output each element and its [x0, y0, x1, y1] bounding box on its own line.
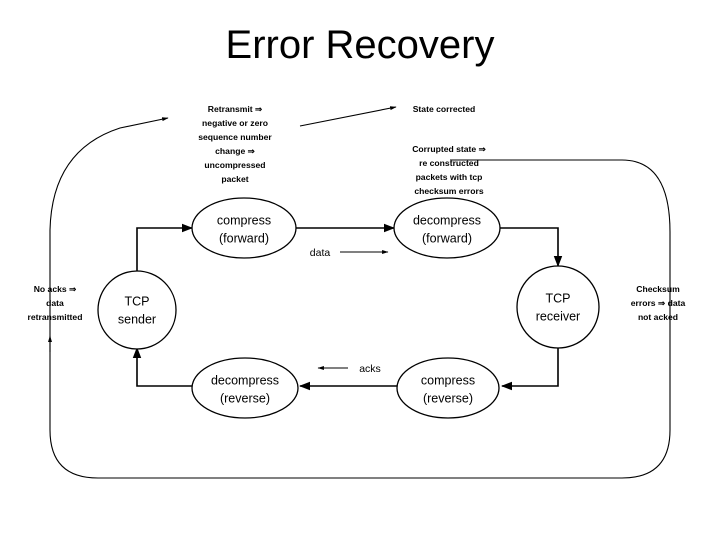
annotation-retransmit-line-5: packet [221, 174, 248, 184]
page-title: Error Recovery [225, 23, 495, 67]
compress-forward-ellipse [191, 197, 297, 259]
node-compress-forward[interactable]: compress (forward) [191, 197, 297, 259]
decompress-forward-label-line2: (forward) [422, 231, 472, 245]
decompress-reverse-ellipse [191, 357, 299, 419]
decompress-reverse-label-line2: (reverse) [220, 391, 270, 405]
annotation-retransmit-line-4: uncompressed [204, 160, 265, 170]
annotation-retransmit-line-2: sequence number [198, 132, 272, 142]
edge-label-data: data [310, 247, 331, 259]
node-decompress-reverse[interactable]: decompress (reverse) [191, 357, 299, 419]
tcp-sender-label-line1: TCP [125, 294, 150, 308]
edge-receiver-to-compress-reverse [500, 348, 559, 391]
annotation-corrupted-state-line-1: re constructed [419, 158, 479, 168]
compress-reverse-label-line1: compress [421, 373, 475, 387]
retransmit-callout-arrow [49, 117, 169, 231]
annotation-no-acks-line-0: No acks ⇒ [34, 284, 77, 294]
edge-sender-to-compress-forward [136, 223, 194, 272]
annotation-checksum-errors-line-2: not acked [638, 312, 678, 322]
tcp-receiver-label-line2: receiver [536, 309, 580, 323]
annotation-no-acks-line-1: data [46, 298, 64, 308]
annotation-checksum-errors: Checksum errors ⇒ data not acked [631, 284, 686, 322]
annotation-corrupted-state-line-2: packets with tcp [416, 172, 483, 182]
annotation-retransmit-line-1: negative or zero [202, 118, 268, 128]
node-tcp-receiver[interactable]: TCP receiver [516, 265, 600, 349]
outer-loop-path [49, 230, 671, 479]
decompress-forward-label-line1: decompress [413, 213, 481, 227]
annotation-no-acks-line-2: retransmitted [28, 312, 83, 322]
compress-forward-label-line2: (forward) [219, 231, 269, 245]
tcp-sender-label-line2: sender [118, 312, 156, 326]
right-riser-path [450, 159, 671, 233]
tcp-sender-circle [97, 270, 177, 350]
annotation-retransmit: Retransmit ⇒ negative or zero sequence n… [198, 104, 272, 184]
annotation-corrupted-state-line-0: Corrupted state ⇒ [412, 144, 486, 154]
annotation-state-corrected-line-0: State corrected [413, 104, 476, 114]
compress-reverse-label-line2: (reverse) [423, 391, 473, 405]
state-corrected-callout-arrow [299, 106, 397, 127]
edge-decompress-reverse-to-sender [132, 346, 192, 387]
compress-forward-label-line1: compress [217, 213, 271, 227]
annotation-retransmit-line-3: change ⇒ [215, 146, 255, 156]
annotation-retransmit-line-0: Retransmit ⇒ [208, 104, 263, 114]
tcp-receiver-circle [516, 265, 600, 349]
annotation-checksum-errors-line-0: Checksum [636, 284, 680, 294]
compress-reverse-ellipse [396, 357, 500, 419]
annotation-state-corrected: State corrected [413, 104, 476, 114]
annotation-corrupted-state-line-3: checksum errors [414, 186, 483, 196]
node-tcp-sender[interactable]: TCP sender [97, 270, 177, 350]
decompress-reverse-label-line1: decompress [211, 373, 279, 387]
annotation-checksum-errors-line-1: errors ⇒ data [631, 298, 686, 308]
annotation-corrupted-state: Corrupted state ⇒ re constructed packets… [412, 144, 486, 196]
decompress-forward-ellipse [393, 197, 501, 259]
edge-decompress-forward-to-receiver [500, 227, 563, 268]
annotation-no-acks: No acks ⇒ data retransmitted [28, 284, 83, 322]
edge-label-acks: acks [359, 363, 381, 375]
tcp-receiver-label-line1: TCP [546, 291, 571, 305]
node-compress-reverse[interactable]: compress (reverse) [396, 357, 500, 419]
node-decompress-forward[interactable]: decompress (forward) [393, 197, 501, 259]
